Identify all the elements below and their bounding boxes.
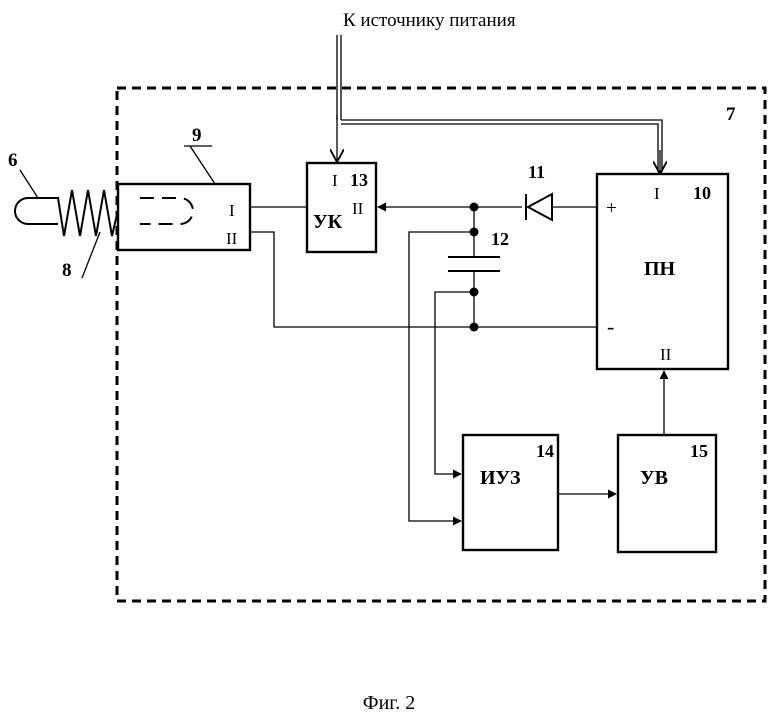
probe-rod xyxy=(15,198,193,224)
uv-number: 15 xyxy=(690,441,708,461)
uk-number: 13 xyxy=(350,170,368,190)
power-feed-line xyxy=(337,35,662,174)
junction-dot xyxy=(470,288,479,297)
coil xyxy=(50,190,118,236)
uk-input-1: I xyxy=(332,171,338,190)
iuz-name: ИУЗ xyxy=(480,467,521,489)
pn-input-2: II xyxy=(660,345,672,364)
power-source-label: К источнику питания xyxy=(343,10,516,31)
sensor-number: 9 xyxy=(192,125,202,146)
sensor-terminal-1: I xyxy=(229,201,235,220)
pn-number: 10 xyxy=(693,183,711,203)
pn-input-1: I xyxy=(654,184,660,203)
pn-plus-terminal: + xyxy=(606,198,617,219)
junction-dot xyxy=(470,228,479,237)
enclosure-number: 7 xyxy=(726,104,736,125)
uk-input-2: II xyxy=(352,199,364,218)
pn-name: ПН xyxy=(644,258,676,280)
uk-name: УК xyxy=(313,211,343,233)
diode-number: 11 xyxy=(528,162,545,182)
capacitor-number: 12 xyxy=(491,229,509,249)
coil-number: 8 xyxy=(62,260,72,281)
figure-caption: Фиг. 2 xyxy=(363,692,415,714)
pn-minus-terminal: - xyxy=(607,314,614,339)
iuz-number: 14 xyxy=(536,441,554,461)
junction-dot xyxy=(470,323,479,332)
rod-leader xyxy=(20,170,38,198)
uv-name: УВ xyxy=(640,467,668,489)
rod-number: 6 xyxy=(8,150,18,171)
capacitor xyxy=(448,257,500,271)
coil-leader xyxy=(82,232,100,278)
diode xyxy=(526,194,552,220)
sensor-terminal-2: II xyxy=(226,229,238,248)
sensor-leader-2 xyxy=(190,146,215,184)
junction-dot xyxy=(470,203,479,212)
